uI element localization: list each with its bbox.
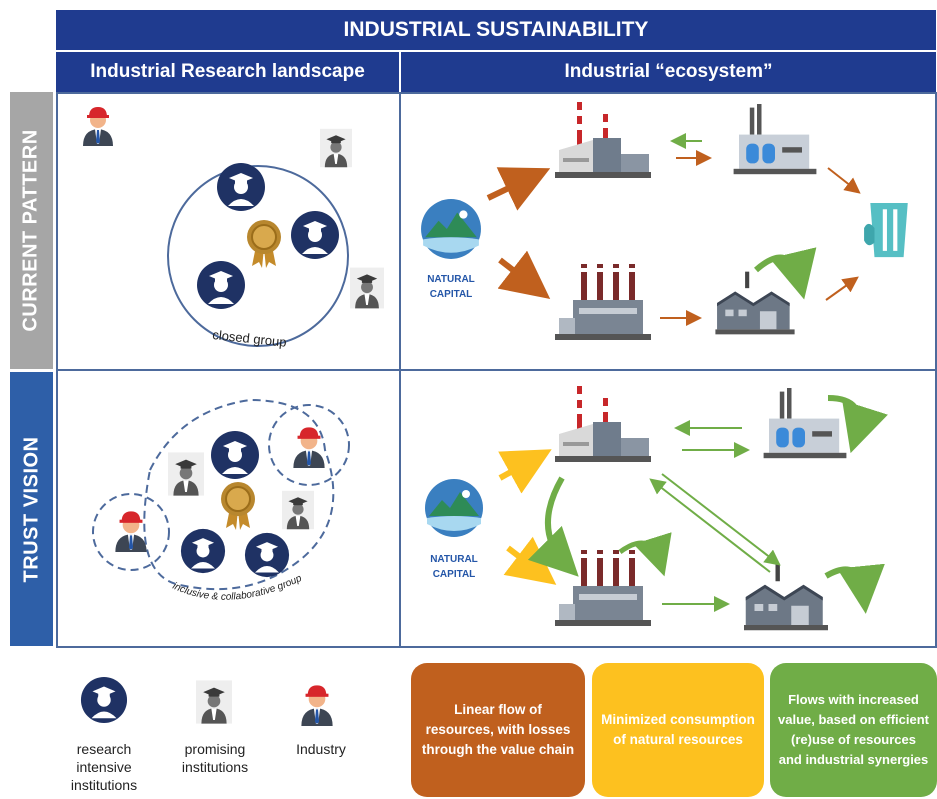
research-institution-icon	[291, 211, 339, 259]
industry-icon	[115, 511, 147, 552]
column-header-ecosystem: Industrial “ecosystem”	[401, 52, 936, 92]
warehouse-icon	[744, 563, 828, 631]
plant-icon	[733, 104, 817, 175]
research-institution-icon	[244, 532, 290, 578]
recycle-arrow	[827, 395, 888, 454]
row-label-current-pattern: CURRENT PATTERN	[10, 92, 53, 369]
recycle-arrow	[824, 563, 885, 614]
row-label-trust-vision: TRUST VISION	[10, 372, 53, 646]
factory-icon	[555, 550, 651, 626]
warehouse-icon	[715, 271, 795, 335]
natural-capital-label: NATURAL	[427, 274, 475, 285]
cell-current-ecosystem	[399, 92, 937, 371]
industry-icon	[83, 107, 113, 146]
natural-capital-icon	[421, 199, 481, 259]
legend-promising-icon	[196, 680, 232, 724]
flow-arrow	[503, 536, 557, 585]
natural-capital-label: CAPITAL	[433, 569, 476, 580]
cell-current-research	[56, 92, 401, 371]
summary-box-increased-value: Flows with increased value, based on eff…	[770, 663, 937, 797]
research-institution-icon	[211, 431, 259, 479]
medal-icon	[220, 481, 256, 530]
recycle-arrow	[618, 532, 672, 577]
factory-icon	[555, 102, 651, 178]
summary-box-linear-flow: Linear flow of resources, with losses th…	[411, 663, 585, 797]
research-institution-icon	[197, 261, 245, 309]
industry-icon	[293, 427, 325, 468]
promising-institution-icon	[282, 490, 314, 530]
closed-group-circle	[167, 165, 349, 347]
column-header-research: Industrial Research landscape	[56, 52, 399, 92]
flow-arrow	[497, 250, 551, 300]
natural-capital-icon	[425, 479, 483, 537]
research-institution-icon	[180, 528, 226, 574]
flow-arrow	[498, 449, 552, 494]
legend-research-icon	[80, 676, 128, 724]
legend-industry-label: Industry	[296, 741, 346, 757]
natural-capital-label: CAPITAL	[430, 289, 473, 300]
promising-institution-icon	[168, 452, 204, 496]
title-banner: INDUSTRIAL SUSTAINABILITY	[56, 10, 936, 50]
recycle-arrow	[527, 476, 579, 577]
recycle-arrow	[754, 247, 817, 300]
natural-capital-label: NATURAL	[430, 554, 478, 565]
factory-icon	[555, 264, 651, 340]
research-institution-icon	[217, 163, 265, 211]
flow-arrow	[661, 473, 781, 566]
promising-institution-icon	[320, 128, 352, 168]
summary-box-minimized-consumption: Minimized consumption of natural resourc…	[592, 663, 764, 797]
legend-research-label: research intensive institutions	[70, 741, 138, 793]
medal-icon	[246, 219, 282, 268]
legend-promising-label: promising institutions	[181, 741, 249, 775]
inclusive-group-outline	[92, 398, 350, 591]
promising-institution-icon	[350, 267, 384, 309]
flow-arrow	[827, 167, 861, 194]
flow-arrow	[486, 167, 551, 211]
factory-icon	[555, 386, 651, 462]
flow-arrow	[825, 276, 859, 301]
waste-bin-icon	[864, 203, 908, 258]
flow-arrow	[649, 478, 771, 573]
legend-industry-icon	[301, 685, 333, 726]
